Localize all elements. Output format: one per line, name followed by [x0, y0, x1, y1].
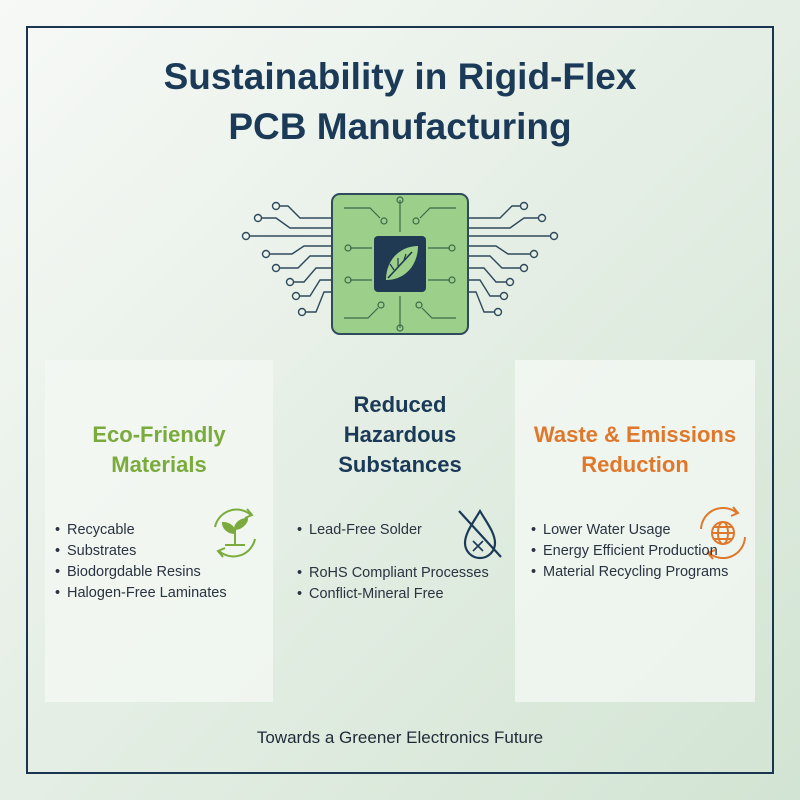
list-item: RoHS Compliant Processes — [297, 563, 512, 584]
footer-tagline: Towards a Greener Electronics Future — [256, 728, 544, 747]
panel-title-line: Waste & Emissions — [533, 422, 737, 447]
hazardous-substances-panel: Reduced Hazardous Substances Lead-Free S… — [285, 360, 515, 702]
panel-title-hazard: Reduced Hazardous Substances — [285, 390, 515, 480]
panel-title-eco: Eco-Friendly Materials — [45, 420, 273, 480]
panel-title-line: Eco-Friendly — [92, 422, 226, 447]
waste-emissions-panel: Waste & Emissions Reduction Lower Water … — [515, 360, 755, 702]
page-title: Sustainability in Rigid-Flex PCB Manufac… — [0, 52, 800, 152]
list-item: Material Recycling Programs — [531, 562, 751, 583]
list-item: Halogen-Free Laminates — [55, 583, 270, 604]
list-item: Lower Water Usage — [531, 520, 751, 541]
border-frame — [26, 26, 774, 774]
hazardous-list: Lead-Free Solder RoHS Compliant Processe… — [297, 520, 512, 605]
title-line-1: Sustainability in Rigid-Flex — [163, 56, 637, 97]
list-item: Lead-Free Solder — [297, 520, 512, 541]
eco-materials-list: Recycable Substrates Biodorgdable Resins… — [55, 520, 270, 604]
panel-title-line: Hazardous — [343, 422, 457, 447]
list-item: Biodorgdable Resins — [55, 562, 270, 583]
list-item: Energy Efficient Production — [531, 541, 751, 562]
list-item: Recycable — [55, 520, 270, 541]
panel-title-line: Substances — [338, 452, 462, 477]
panel-title-waste: Waste & Emissions Reduction — [515, 420, 755, 480]
panel-title-line: Reduction — [581, 452, 689, 477]
waste-list: Lower Water Usage Energy Efficient Produ… — [531, 520, 751, 583]
list-item: Conflict-Mineral Free — [297, 584, 512, 605]
list-item: Substrates — [55, 541, 270, 562]
leaf-chip-icon — [240, 188, 560, 338]
panel-title-line: Materials — [111, 452, 207, 477]
panel-title-line: Reduced — [353, 392, 447, 417]
eco-materials-panel: Eco-Friendly Materials Recycable Substra… — [45, 360, 273, 702]
title-line-2: PCB Manufacturing — [228, 106, 572, 147]
